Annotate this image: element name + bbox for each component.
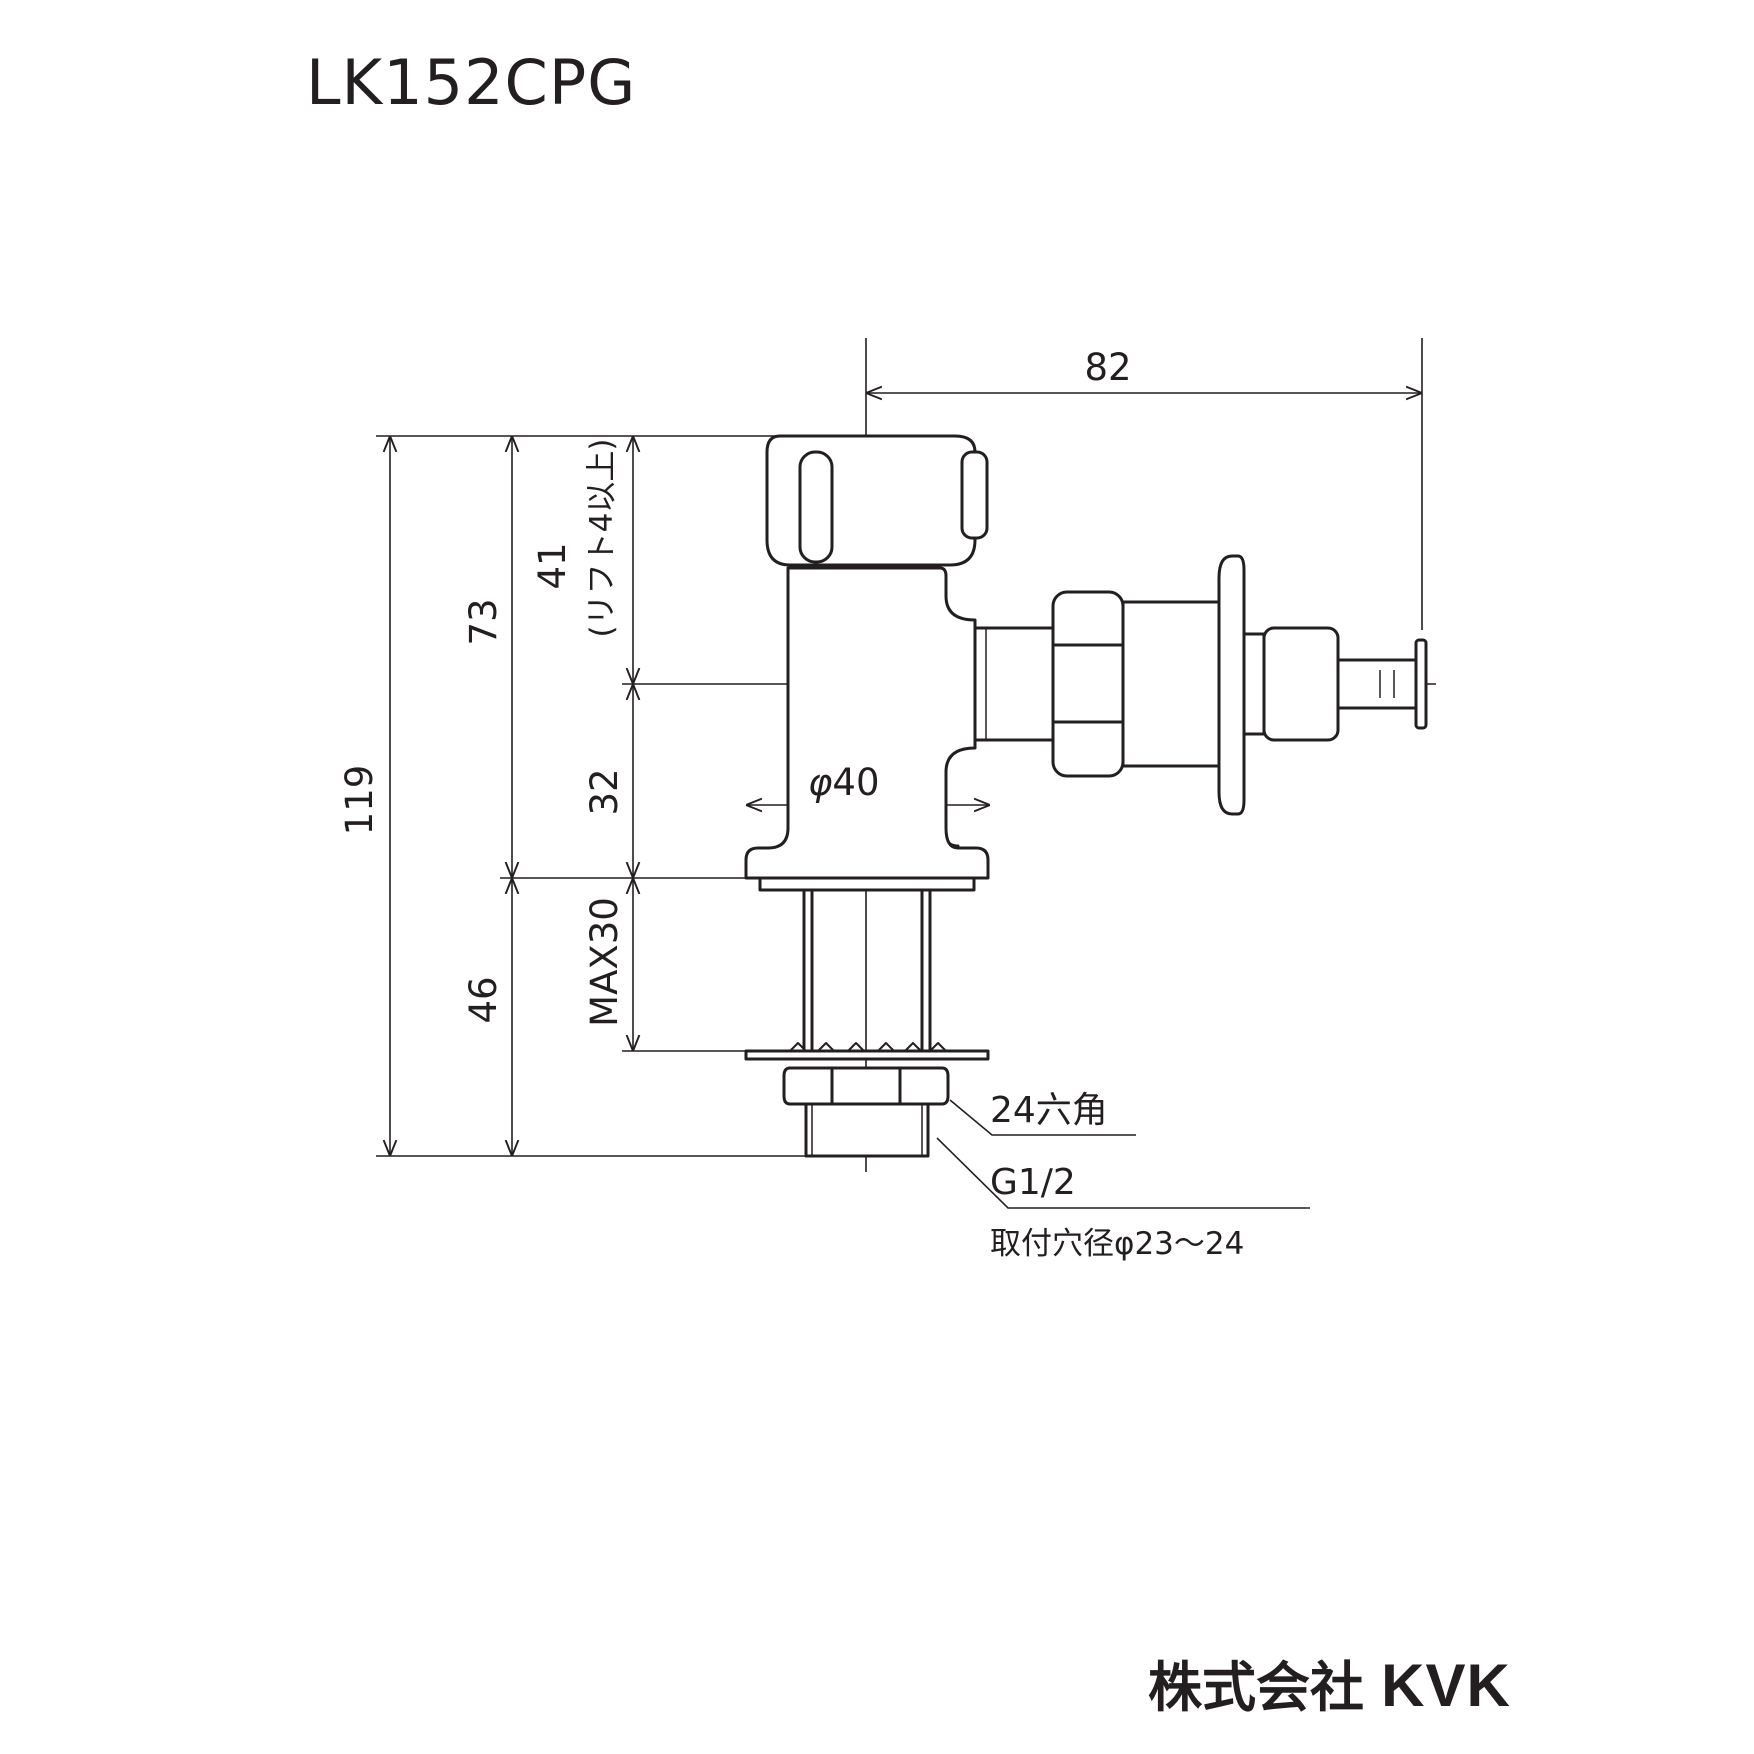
- outlet-pin: [1336, 658, 1418, 710]
- valve-body: [744, 434, 1428, 1158]
- company-name-jp: 株式会社: [1148, 1656, 1364, 1719]
- callout-hex: 24六角: [990, 1090, 1108, 1131]
- outlet-nut: [1051, 590, 1125, 778]
- main-body: [786, 566, 977, 850]
- threaded-end: [804, 1102, 930, 1158]
- dim-label-max30: MAX30: [583, 897, 626, 1027]
- dim-label-32: 32: [583, 768, 626, 815]
- outlet-stem: [1262, 626, 1340, 742]
- dim-label-119: 119: [338, 765, 381, 836]
- dim-label-41: 41: [531, 542, 574, 589]
- model-number-title: LK152CPG: [306, 46, 637, 119]
- callout-hole: 取付穴径φ23～24: [990, 1226, 1244, 1262]
- base-flange: [744, 827, 990, 880]
- company-brand: KVK: [1381, 1652, 1511, 1719]
- flange-plate: [758, 876, 976, 892]
- company-logo: 株式会社 KVK: [1148, 1656, 1511, 1716]
- dim-label-lift-note: (リフト4以上): [584, 439, 620, 638]
- callout-thread: G1/2: [990, 1162, 1076, 1203]
- outlet-plug: [1242, 632, 1266, 736]
- leader-thread: [936, 1137, 1310, 1209]
- handle-knob: [765, 434, 977, 567]
- diameter-value: 40: [832, 761, 879, 804]
- hex-nut: [782, 1066, 950, 1106]
- handle-grip-right: [960, 450, 989, 540]
- outlet-collar: [973, 626, 1055, 742]
- outlet-body: [1121, 600, 1221, 768]
- dim-label-46: 46: [462, 976, 505, 1023]
- washer: [744, 1049, 990, 1061]
- dim-label-73: 73: [462, 598, 505, 645]
- dim-label-diameter: φ40: [808, 761, 880, 804]
- outlet-disc: [1217, 554, 1246, 816]
- handle-grip-left: [798, 450, 834, 564]
- leader-hex: [949, 1099, 1136, 1136]
- dim-label-82: 82: [1084, 346, 1131, 389]
- outlet-cap: [1414, 638, 1428, 730]
- diameter-symbol: φ: [808, 761, 832, 804]
